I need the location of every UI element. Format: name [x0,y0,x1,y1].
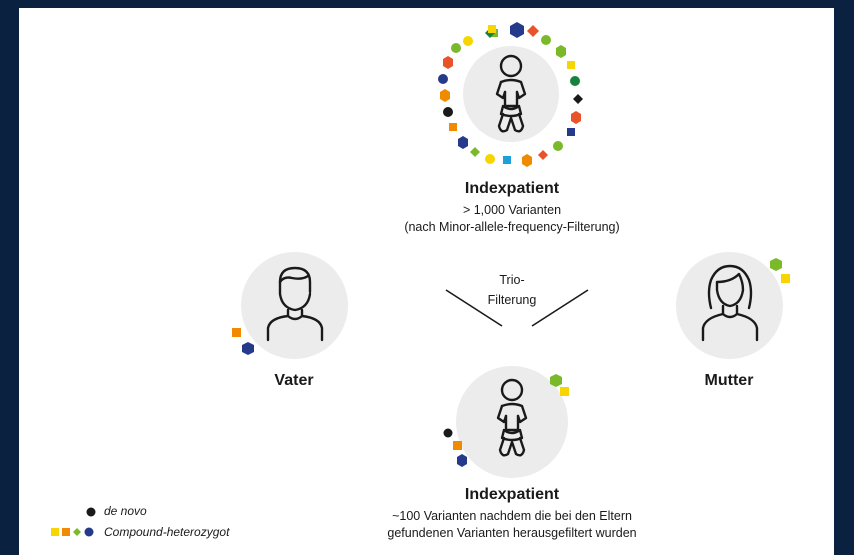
mother-arrow-line [531,289,589,327]
baby-icon [495,54,527,133]
mother-variant-markers [770,258,790,283]
marker [451,43,461,53]
legend-de-novo-symbol [86,507,96,517]
variant-marker-ring [438,22,583,167]
baby-icon [496,378,528,457]
marker [458,136,468,149]
legend-compound-label: Compound-heterozygot [104,525,230,539]
legend-compound-symbols [51,527,94,537]
top-patient-title: Indexpatient [464,180,560,197]
bottom-variant-markers-left [443,428,467,467]
bottom-patient-title: Indexpatient [464,486,560,503]
marker [503,156,511,164]
marker [567,128,575,136]
marker [488,25,496,33]
bottom-variant-markers-right [550,374,569,396]
marker [485,154,495,164]
marker [453,441,462,450]
bottom-patient-variants: ~100 Varianten nachdem die bei den Elter… [392,509,632,523]
marker [556,45,566,58]
father-variant-markers [232,328,254,355]
marker [571,111,581,124]
marker [449,123,457,131]
marker [510,22,524,38]
marker [232,328,241,337]
marker [560,387,569,396]
marker [770,258,782,271]
trio-label-line1: Trio- [499,273,525,287]
marker [522,154,532,167]
marker [443,107,453,117]
bottom-patient-filter-note: gefundenen Varianten herausgefiltert wur… [387,526,637,540]
trio-label-line2: Filterung [487,293,537,307]
top-patient-filter-note: (nach Minor-allele-frequency-Filterung) [404,220,620,234]
man-icon [266,266,324,342]
marker [443,428,453,438]
marker [470,147,480,157]
bottom-patient-circle [456,366,568,478]
legend-de-novo-label: de novo [104,504,147,518]
father-circle [241,252,348,359]
marker [443,56,453,69]
marker [457,454,467,467]
trio-arrows [445,289,589,327]
marker [570,76,580,86]
mother-label: Mutter [704,372,754,389]
top-patient-variants: > 1,000 Varianten [462,203,562,217]
marker [527,25,539,37]
marker [538,150,548,160]
marker [440,89,450,102]
marker [541,35,551,45]
marker [567,61,575,69]
top-patient-circle [463,46,559,142]
marker [438,74,448,84]
marker [781,274,790,283]
marker [463,36,473,46]
father-label: Vater [274,372,314,389]
woman-icon [701,264,759,342]
marker [553,141,563,151]
marker [573,94,583,104]
father-arrow-line [445,289,503,327]
marker [550,374,562,387]
marker [242,342,254,355]
